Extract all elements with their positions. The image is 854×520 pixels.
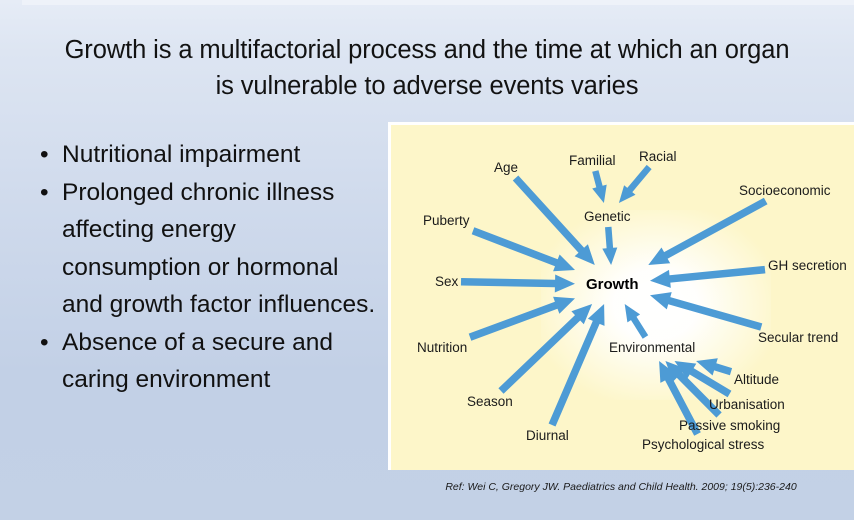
list-item: • Absence of a secure and caring environ… — [18, 324, 378, 399]
list-item-text: Absence of a secure and caring environme… — [62, 328, 334, 394]
arrow — [624, 304, 649, 339]
diagram-node-gh-secretion: GH secretion — [768, 258, 847, 273]
diagram-node-sex: Sex — [435, 274, 459, 289]
diagram-node-psychological-stress: Psychological stress — [642, 437, 765, 452]
arrow — [650, 292, 763, 331]
title-line-2: is vulnerable to adverse events varies — [215, 72, 639, 100]
bullet-marker-icon: • — [40, 141, 49, 168]
arrow — [468, 296, 575, 341]
diagram-node-age: Age — [494, 160, 519, 175]
diagram-node-urbanisation: Urbanisation — [709, 397, 785, 412]
title-line-1: Growth is a multifactorial process and t… — [64, 36, 790, 64]
page-title: Growth is a multifactorial process and t… — [0, 32, 854, 104]
arrow — [471, 227, 575, 272]
diagram-node-socioeconomic: Socioeconomic — [739, 183, 831, 198]
diagram-node-growth: Growth — [586, 276, 639, 293]
diagram-node-season: Season — [467, 394, 513, 409]
diagram-node-genetic: Genetic — [584, 209, 631, 224]
reference-citation: Ref: Wei C, Gregory JW. Paediatrics and … — [445, 481, 797, 493]
arrow — [602, 226, 618, 265]
diagram-node-puberty: Puberty — [423, 213, 470, 228]
bullet-marker-icon: • — [40, 328, 49, 356]
diagram-node-diurnal: Diurnal — [526, 428, 569, 443]
diagram-node-racial: Racial — [639, 149, 677, 164]
diagram-node-altitude: Altitude — [734, 372, 780, 387]
arrow — [650, 265, 766, 288]
arrow — [592, 170, 607, 203]
arrow — [648, 197, 768, 265]
diagram-node-passive-smoking: Passive smoking — [679, 418, 781, 433]
arrow — [696, 358, 733, 376]
arrow — [665, 361, 722, 418]
diagram-node-nutrition: Nutrition — [417, 340, 468, 355]
diagram-arrows — [460, 164, 768, 436]
list-item: • Nutritional impairment — [18, 136, 378, 174]
arrow — [498, 304, 593, 394]
bullet-marker-icon: • — [40, 178, 49, 206]
arrow — [618, 164, 652, 203]
arrow — [512, 175, 595, 265]
diagram-node-familial: Familial — [569, 153, 616, 168]
top-accent-strip — [22, 0, 854, 5]
list-item-text: Nutritional impairment — [62, 141, 301, 168]
bullet-list: • Nutritional impairment • Prolonged chr… — [18, 136, 378, 399]
diagram-node-secular-trend: Secular trend — [758, 330, 839, 345]
list-item-text: Prolonged chronic illness affecting ener… — [62, 178, 376, 319]
arrow — [548, 304, 605, 427]
diagram-node-environmental: Environmental — [609, 340, 696, 355]
arrow — [659, 361, 701, 436]
list-item: • Prolonged chronic illness affecting en… — [18, 174, 378, 324]
arrow — [460, 274, 575, 293]
arrow — [674, 361, 732, 398]
